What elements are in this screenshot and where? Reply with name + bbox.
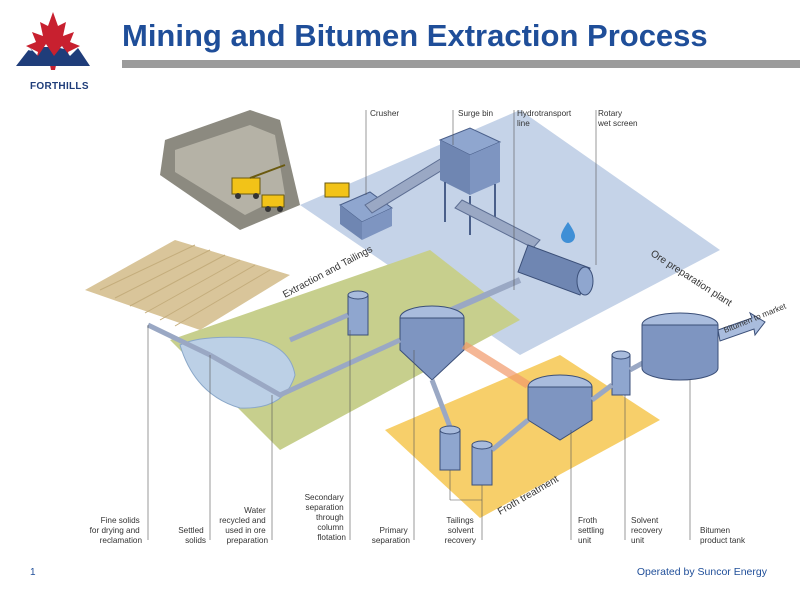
- crusher-label: Crusher: [370, 109, 399, 118]
- tailings-solvent-columns: [439, 425, 493, 486]
- settled-solids-label: Settled solids: [178, 526, 206, 545]
- rotary-label: Rotary wet screen: [597, 109, 638, 128]
- hydrotransport-label: Hydrotransport line: [517, 109, 573, 128]
- solvent-recovery-column: [611, 350, 631, 396]
- secondary-separation-label: Secondary separation through column flot…: [305, 493, 347, 542]
- operator-text: Operated by Suncor Energy: [636, 566, 767, 578]
- mining-trucks-icon: [231, 164, 350, 212]
- primary-separation-vessel: [399, 305, 465, 381]
- surge-bin-label: Surge bin: [458, 109, 493, 118]
- title-divider: [122, 60, 800, 68]
- mountains-icon: [16, 44, 90, 66]
- crusher: [339, 191, 393, 240]
- forthills-logo: FORTHILLS: [8, 8, 98, 94]
- bitumen-tank-label: Bitumen product tank: [700, 526, 746, 545]
- page-number: 1: [30, 567, 36, 578]
- tailings-solvent-label: Tailings solvent recovery: [445, 516, 477, 545]
- fine-solids-label: Fine solids for drying and reclamation: [90, 516, 143, 545]
- solvent-recovery-label: Solvent recovery unit: [631, 516, 665, 545]
- water-drop-icon: [561, 222, 575, 243]
- secondary-separation-column: [347, 290, 369, 336]
- page-title: Mining and Bitumen Extraction Process: [122, 18, 708, 53]
- water-recycled-label: Water recycled and used in ore preparati…: [219, 506, 268, 545]
- drying-field: [85, 240, 290, 330]
- froth-settling-label: Froth settling unit: [578, 516, 606, 545]
- primary-separation-label: Primary separation: [372, 526, 411, 545]
- froth-settling-unit: [527, 374, 593, 441]
- bitumen-product-tank: [641, 312, 719, 381]
- logo-text: FORTHILLS: [30, 81, 89, 92]
- process-diagram: Ore preparation plant Extraction and Tai…: [85, 109, 788, 545]
- rotary-wet-screen: [517, 222, 594, 296]
- market-arrow: [717, 311, 766, 342]
